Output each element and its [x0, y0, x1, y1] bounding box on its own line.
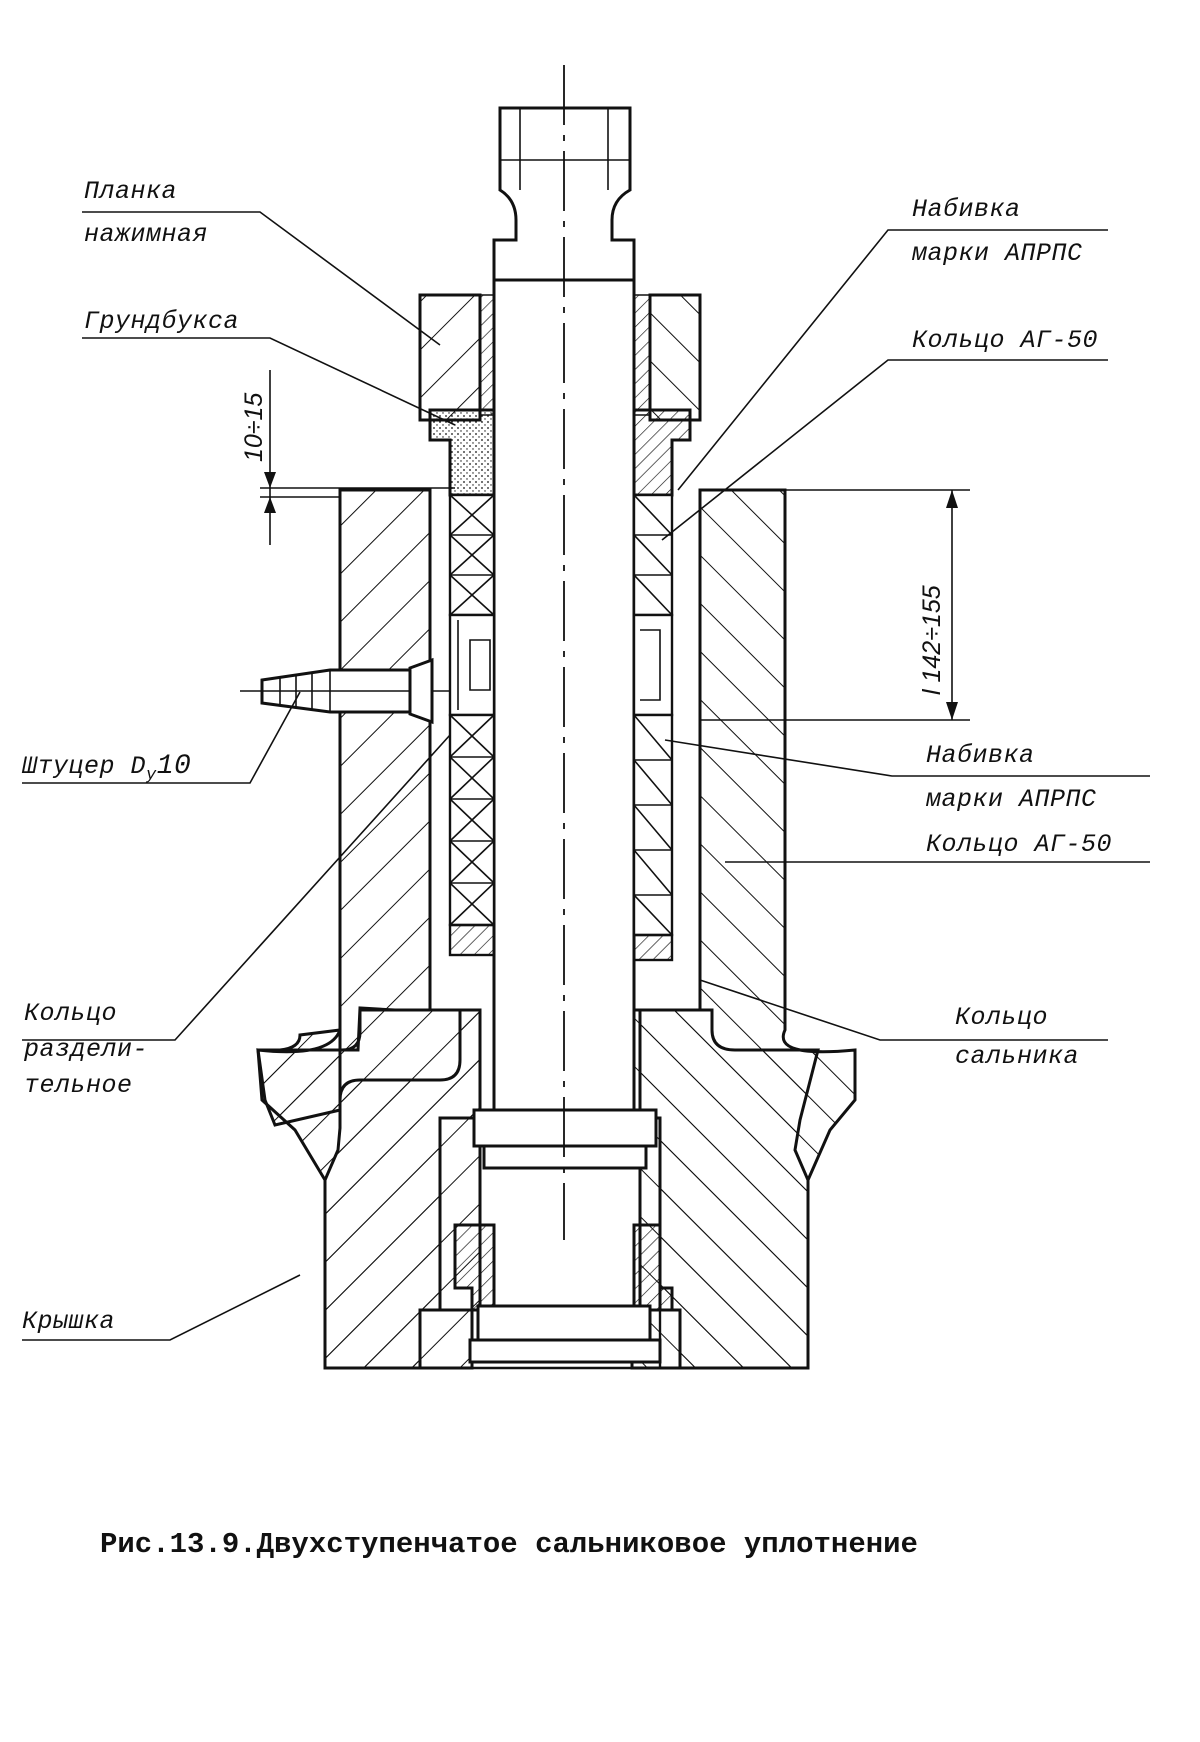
dimension-depth: l 142÷155 [700, 489, 970, 721]
shaft [472, 106, 658, 1170]
label-fitting: Штуцер Dу10 [21, 751, 191, 785]
label-packing-bot-2: марки АПРПС [925, 785, 1097, 814]
label-packing-bot-1: Набивка [926, 741, 1035, 770]
cover-left-flange [256, 488, 482, 1370]
label-sep-ring-1: Кольцо [24, 999, 117, 1028]
gland-plate [418, 293, 702, 422]
label-sep-ring-3: тельное [24, 1071, 133, 1100]
packing-right [632, 493, 674, 962]
label-gland-plate-1: Планка [84, 177, 177, 206]
label-cover: Крышка [22, 1307, 115, 1336]
label-packing-top-1: Набивка [912, 195, 1021, 224]
label-gland-ring-2: сальника [955, 1042, 1079, 1071]
label-packing-top-2: марки АПРПС [911, 239, 1083, 268]
packing-left [448, 493, 496, 957]
figure-caption: Рис.13.9.Двухступенчатое сальниковое упл… [100, 1528, 918, 1561]
bottom-bushing [453, 1223, 674, 1368]
dimension-depth-label: l 142÷155 [918, 585, 946, 695]
label-grundbuksa: Грундбукса [84, 307, 239, 336]
label-ring-bot: Кольцо АГ-50 [926, 830, 1112, 859]
leader-lines [22, 211, 1150, 1341]
label-gland-plate-2: нажимная [84, 220, 208, 249]
label-gland-ring-1: Кольцо [955, 1003, 1048, 1032]
label-ring-top: Кольцо АГ-50 [912, 326, 1098, 355]
label-sep-ring-2: раздели- [23, 1035, 148, 1064]
fitting [240, 657, 450, 725]
dimension-gap: 10÷15 [240, 370, 455, 545]
dimension-gap-label: 10÷15 [240, 393, 268, 462]
